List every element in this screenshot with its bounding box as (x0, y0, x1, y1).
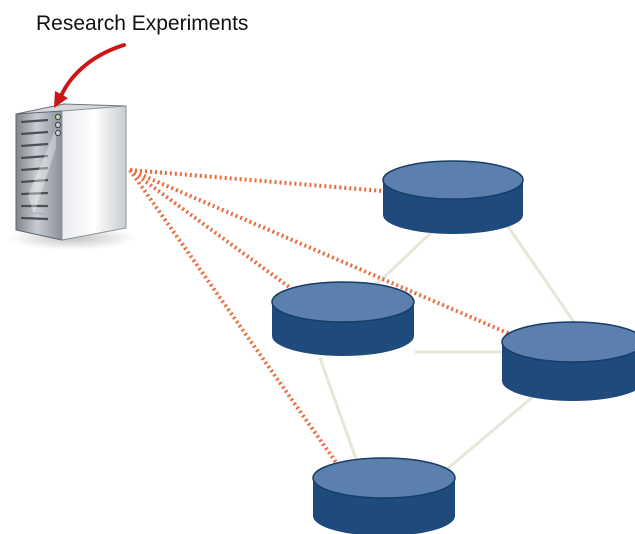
diagram-caption: Research Experiments (36, 12, 249, 35)
curved-arrow-icon (54, 43, 126, 108)
probe-link (129, 168, 384, 193)
probe-link (129, 168, 511, 336)
mesh-link (439, 393, 536, 477)
probe-link (128, 168, 342, 470)
node-right (501, 321, 635, 401)
probe-links (128, 168, 511, 470)
mesh-link (318, 357, 362, 471)
probe-link (128, 168, 302, 297)
server-icon (8, 103, 136, 250)
node-left (271, 281, 415, 356)
node-bottom (312, 457, 456, 534)
node-top (382, 160, 524, 234)
